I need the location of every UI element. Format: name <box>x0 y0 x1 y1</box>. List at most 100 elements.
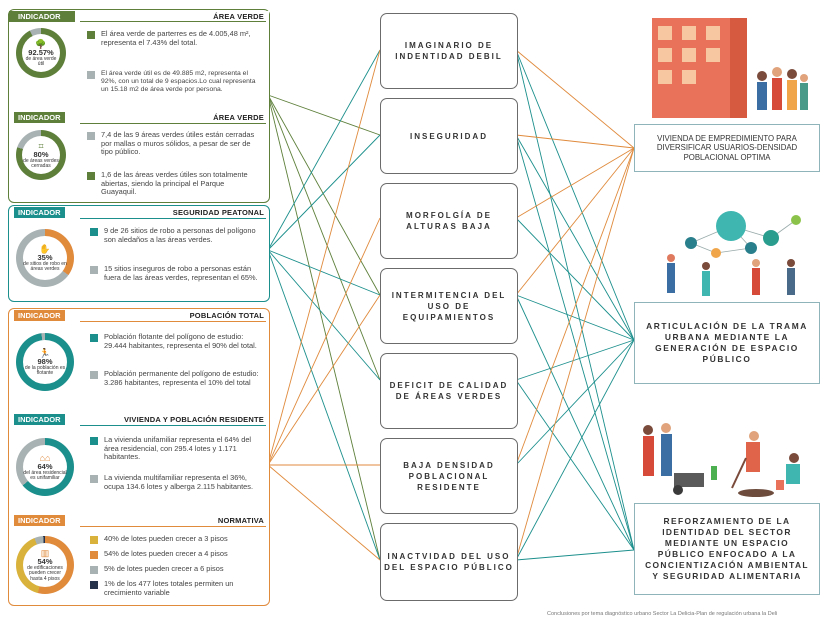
bullet-text: El área verde útil es de 49.885 m2, repr… <box>101 70 256 93</box>
donut-percent: 35% <box>37 252 53 262</box>
indicator-to-problem-lines <box>267 49 381 561</box>
header-rule <box>80 526 266 527</box>
bullet-square <box>87 132 95 140</box>
bullet-item: 15 sitios inseguros de robo a personas e… <box>90 264 261 282</box>
donut-caption: de sitios de robo en áreas verdes <box>23 260 67 272</box>
problem-box: INTERMITENCIA DEL USO DE EQUIPAMIENTOS <box>380 268 518 344</box>
donut-center: ⌗ 80% de áreas verdes cerradas <box>22 136 60 174</box>
problem-to-strategy-lines <box>515 49 635 561</box>
indicator-label: INDICADOR <box>14 207 65 218</box>
header-rule <box>80 21 266 22</box>
strategy-text: VIVIENDA DE EMPREDIMIENTO PARA DIVERSIFI… <box>656 133 798 162</box>
bullet-square <box>90 437 98 445</box>
bullet-item: La vivienda multifamiliar representa el … <box>90 473 261 491</box>
bullet-text: 40% de lotes pueden crecer a 3 pisos <box>104 534 228 543</box>
donut-center: 🏃 98% de la población es flotante <box>23 340 67 384</box>
indicator-title: ÁREA VERDE <box>213 113 264 122</box>
building-icon: ▥ <box>40 547 50 558</box>
bullet-text: Población permanente del polígono de est… <box>104 369 259 387</box>
bullet-item: 1% de los 477 lotes totales permiten un … <box>90 579 261 597</box>
bullet-item: Población flotante del polígono de estud… <box>90 332 261 350</box>
problem-box: INSEGURIDAD <box>380 98 518 174</box>
bullet-text: La vivienda multifamiliar representa el … <box>104 473 254 491</box>
fence-icon: ⌗ <box>38 140 44 151</box>
problem-box: INACTVIDAD DEL USO DEL ESPACIO PÚBLICO <box>380 523 518 601</box>
building-people-illustration <box>652 18 808 118</box>
indicator-label: INDICADOR <box>14 515 65 526</box>
indicator-title: SEGURIDAD PEATONAL <box>172 208 264 217</box>
donut-caption: del área residencial es unifamiliar <box>23 469 67 481</box>
indicator-header-bar <box>9 11 269 22</box>
donut-percent: 54% <box>37 556 53 566</box>
bullet-square <box>90 566 98 574</box>
indicator-label: INDICADOR <box>14 112 65 123</box>
bullet-text: 9 de 26 sitios de robo a personas del po… <box>104 226 256 244</box>
bullet-square <box>90 334 98 342</box>
header-rule <box>80 123 266 124</box>
bullet-text: Población flotante del polígono de estud… <box>104 332 257 350</box>
network-people-illustration <box>667 211 801 296</box>
header-rule <box>80 425 266 426</box>
header-rule <box>80 321 266 322</box>
donut-percent: 98% <box>37 356 53 366</box>
problem-box: MORFOLGÍA DE ALTURAS BAJA <box>380 183 518 259</box>
indicator-header: INDICADOR POBLACIÓN TOTAL <box>9 310 269 321</box>
bullet-item: 9 de 26 sitios de robo a personas del po… <box>90 226 261 244</box>
donut-caption: de área verde útil <box>25 55 57 67</box>
tree-icon: 🌳 <box>35 38 47 49</box>
bullet-item: 54% de lotes pueden crecer a 4 pisos <box>90 549 261 559</box>
robbery-icon: ✋ <box>39 243 51 254</box>
gardening-people-illustration <box>643 423 800 497</box>
strategy-box: VIVIENDA DE EMPREDIMIENTO PARA DIVERSIFI… <box>634 124 820 172</box>
bullet-text: 54% de lotes pueden crecer a 4 pisos <box>104 549 228 558</box>
bullet-item: 40% de lotes pueden crecer a 3 pisos <box>90 534 261 544</box>
indicator-title: ÁREA VERDE <box>213 12 264 21</box>
bullet-item: 1,6 de las áreas verdes útiles son total… <box>87 170 261 197</box>
donut-center: ✋ 35% de sitios de robo en áreas verdes <box>23 236 67 280</box>
strategy-box: ARTICULACIÓN DE LA TRAMA URBANA MEDIANTE… <box>634 302 820 384</box>
bullet-item: Población permanente del polígono de est… <box>90 369 261 387</box>
donut-center: ⌂⌂ 64% del área residencial es unifamili… <box>23 445 67 489</box>
donut-caption: de áreas verdes cerradas <box>23 157 59 169</box>
houses-icon: ⌂⌂ <box>39 452 51 463</box>
bullet-square <box>90 551 98 559</box>
strategy-box: REFORZAMIENTO DE LA IDENTIDAD DEL SECTOR… <box>634 503 820 595</box>
bullet-item: La vivienda unifamiliar representa el 64… <box>90 435 261 462</box>
donut-center: ▥ 54% de edificaciones pueden crecer has… <box>23 543 67 587</box>
bullet-text: La vivienda unifamiliar representa el 64… <box>104 435 252 462</box>
strategy-text: REFORZAMIENTO DE LA IDENTIDAD DEL SECTOR… <box>645 516 809 581</box>
strategy-text: ARTICULACIÓN DE LA TRAMA URBANA MEDIANTE… <box>646 321 808 364</box>
problem-box: IMAGINARIO DE INDENTIDAD DEBIL <box>380 13 518 89</box>
donut-percent: 80% <box>33 149 49 159</box>
donut-caption: de edificaciones pueden crecer hasta 4 p… <box>27 564 63 582</box>
bullet-text: 1,6 de las áreas verdes útiles son total… <box>101 170 248 197</box>
indicator-header: INDICADOR ÁREA VERDE <box>9 11 269 22</box>
indicator-header: INDICADOR VIVIENDA Y POBLACIÓN RESIDENTE <box>9 414 269 425</box>
indicator-title: VIVIENDA Y POBLACIÓN RESIDENTE <box>123 415 264 424</box>
bullet-square <box>90 475 98 483</box>
header-rule <box>80 218 266 219</box>
bullet-text: 1% de los 477 lotes totales permiten un … <box>104 579 234 597</box>
indicator-header: INDICADOR NORMATIVA <box>9 515 269 526</box>
runner-icon: 🏃 <box>39 347 51 358</box>
footnote: Conclusiones por tema diagnóstico urbano… <box>547 611 778 617</box>
indicator-label: INDICADOR <box>14 310 65 321</box>
bullet-square <box>90 536 98 544</box>
donut-percent: 64% <box>37 461 53 471</box>
bullet-item: 7,4 de las 9 áreas verdes útiles están c… <box>87 130 261 157</box>
bullet-text: El área verde de parterres es de 4.005,4… <box>101 29 251 47</box>
donut-caption: de la población es flotante <box>24 364 66 376</box>
bullet-square <box>87 172 95 180</box>
bullet-text: 15 sitios inseguros de robo a personas e… <box>104 264 258 282</box>
bullet-text: 5% de lotes pueden crecer a 6 pisos <box>104 564 224 573</box>
bullet-text: 7,4 de las 9 áreas verdes útiles están c… <box>101 130 255 157</box>
indicator-title: POBLACIÓN TOTAL <box>189 311 264 320</box>
bullet-square <box>90 266 98 274</box>
donut-center: 🌳 92.57% de área verde útil <box>22 34 60 72</box>
indicator-title: NORMATIVA <box>217 516 264 525</box>
indicator-header: INDICADOR ÁREA VERDE <box>9 112 269 123</box>
bullet-square <box>90 581 98 589</box>
bullet-item: El área verde útil es de 49.885 m2, repr… <box>87 70 261 94</box>
problem-box: BAJA DENSIDAD POBLACIONAL RESIDENTE <box>380 438 518 514</box>
